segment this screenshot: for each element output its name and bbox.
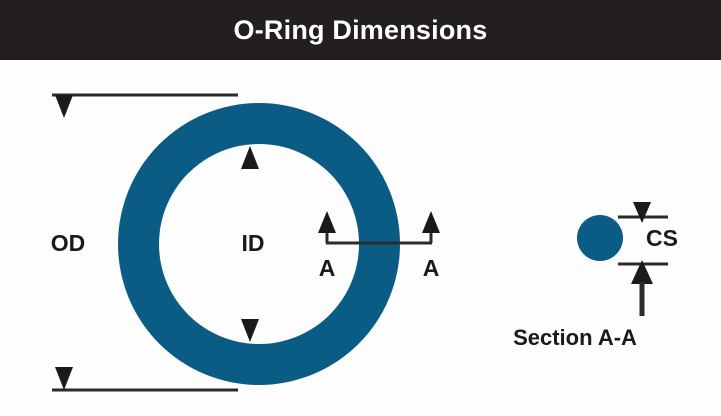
- cs-bottom-arrow-icon: [631, 260, 653, 284]
- od-label: OD: [51, 230, 86, 256]
- id-label: ID: [242, 230, 265, 256]
- section-left-arrow-icon: [318, 211, 336, 233]
- id-top-arrow-icon: [241, 146, 259, 169]
- page-title: O-Ring Dimensions: [233, 14, 488, 45]
- cs-top-arrow-icon: [633, 202, 651, 223]
- cross-section-circle: [577, 215, 623, 261]
- id-bottom-arrow-icon: [241, 319, 259, 342]
- diagram-canvas: OD ID A A CS Section A-A: [0, 60, 721, 416]
- od-top-arrow-icon: [55, 95, 73, 118]
- od-bottom-arrow-icon: [55, 367, 73, 390]
- section-caption: Section A-A: [513, 325, 637, 350]
- cs-label: CS: [646, 225, 678, 251]
- section-label-right: A: [423, 255, 440, 281]
- title-bar: [0, 0, 721, 60]
- section-right-arrow-icon: [422, 211, 440, 233]
- section-label-left: A: [319, 255, 336, 281]
